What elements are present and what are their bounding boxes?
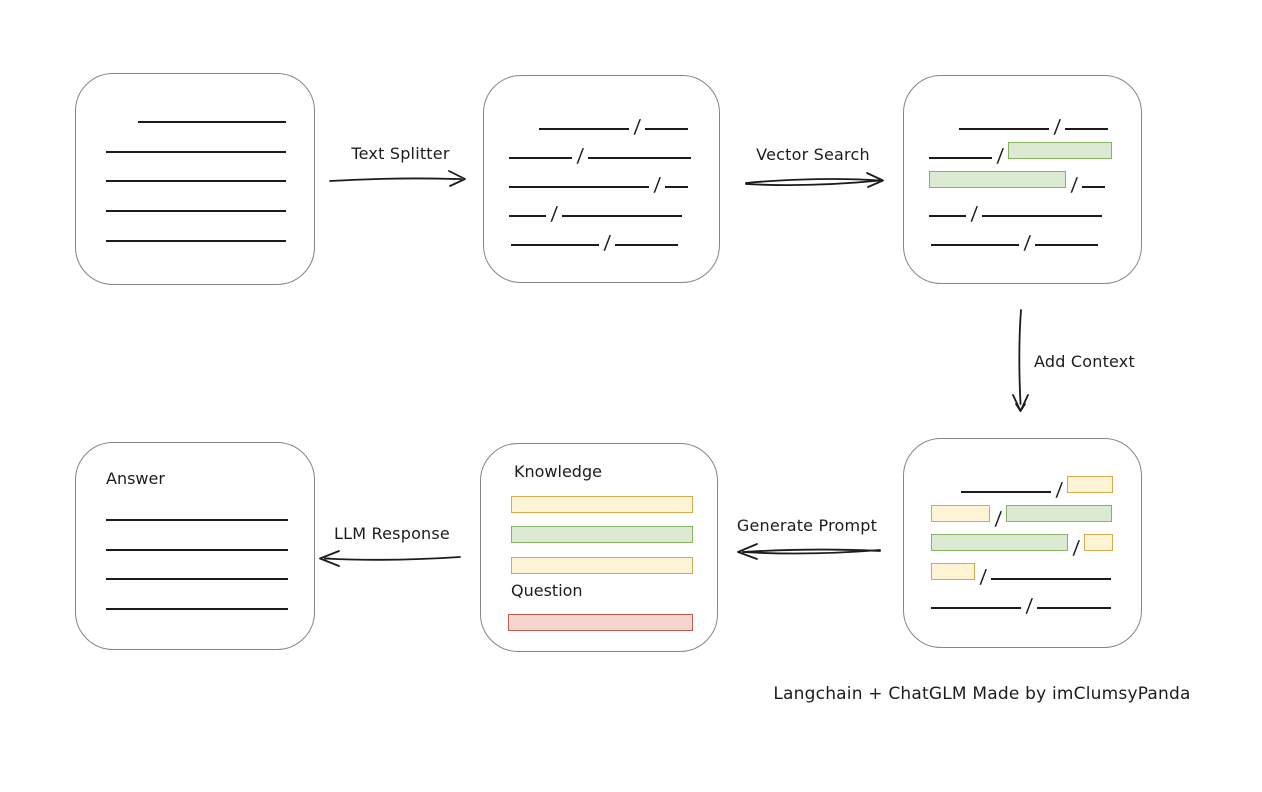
text-line-segment xyxy=(615,244,679,246)
text-line xyxy=(106,240,286,242)
text-row: / xyxy=(904,580,1141,617)
llm-response-label: LLM Response xyxy=(334,524,450,543)
question-bar xyxy=(508,614,693,631)
slash-separator: / xyxy=(994,508,1003,530)
slash-separator: / xyxy=(1053,116,1062,138)
green-highlight-segment xyxy=(929,171,1066,188)
text-line-segment xyxy=(929,215,966,217)
generate-prompt-arrow-icon xyxy=(737,543,881,560)
slash-separator: / xyxy=(1070,174,1079,196)
green-highlight-segment xyxy=(1006,505,1113,522)
text-line-segment xyxy=(961,491,1051,493)
footer-credit: Langchain + ChatGLM Made by imClumsyPand… xyxy=(773,684,1191,704)
slash-separator: / xyxy=(653,174,662,196)
generate-prompt-label: Generate Prompt xyxy=(736,516,878,535)
text-line-segment xyxy=(929,157,992,159)
chunk-rows: / / / / / xyxy=(484,101,719,254)
text-line-segment xyxy=(931,607,1021,609)
add-context-arrow-icon xyxy=(1012,309,1029,412)
text-row: / xyxy=(904,493,1141,530)
text-row: / xyxy=(904,101,1141,138)
text-row: / xyxy=(484,159,719,196)
add-context-label: Add Context xyxy=(1034,352,1135,371)
text-line-segment xyxy=(509,215,546,217)
text-line-segment xyxy=(991,578,1112,580)
chunks-box: / / / / / xyxy=(483,75,720,283)
text-row: / xyxy=(904,159,1141,196)
green-knowledge-bar xyxy=(511,526,693,543)
text-line-segment xyxy=(562,215,683,217)
vector-search-arrow-icon xyxy=(745,172,884,188)
slash-separator: / xyxy=(1055,479,1064,501)
text-line-segment xyxy=(1082,186,1106,188)
text-line xyxy=(106,608,288,610)
yellow-highlight-segment xyxy=(1067,476,1114,493)
text-line xyxy=(106,180,286,182)
text-line-segment xyxy=(511,244,599,246)
text-line-segment xyxy=(1065,128,1109,130)
question-label: Question xyxy=(511,581,583,600)
green-highlight-segment xyxy=(931,534,1068,551)
answer-box: Answer xyxy=(75,442,315,650)
text-row: / xyxy=(484,217,719,254)
slash-separator: / xyxy=(1023,232,1032,254)
text-splitter-arrow-icon xyxy=(329,170,466,187)
slash-separator: / xyxy=(996,145,1005,167)
text-row: / xyxy=(904,188,1141,225)
vector-search-label: Vector Search xyxy=(756,145,870,164)
context-rows: / / / / / xyxy=(904,464,1141,617)
yellow-knowledge-bar xyxy=(511,557,693,574)
text-line xyxy=(106,210,286,212)
text-row: / xyxy=(904,217,1141,254)
slash-separator: / xyxy=(550,203,559,225)
text-line-segment xyxy=(982,215,1103,217)
text-line xyxy=(106,578,288,580)
text-line xyxy=(106,151,286,153)
text-row: / xyxy=(484,188,719,225)
text-row: / xyxy=(904,130,1141,167)
text-line-segment xyxy=(665,186,689,188)
yellow-highlight-segment xyxy=(931,505,990,522)
llm-response-arrow-icon xyxy=(319,550,461,567)
text-line-segment xyxy=(959,128,1049,130)
slash-separator: / xyxy=(970,203,979,225)
document-box xyxy=(75,73,315,285)
text-line-segment xyxy=(931,244,1019,246)
slash-separator: / xyxy=(633,116,642,138)
search-result-rows: / / / / / xyxy=(904,101,1141,254)
text-line xyxy=(138,121,286,123)
text-row: / xyxy=(904,464,1141,501)
text-line-segment xyxy=(1035,244,1099,246)
text-splitter-label: Text Splitter xyxy=(351,144,450,163)
knowledge-label: Knowledge xyxy=(514,462,602,481)
green-highlight-segment xyxy=(1008,142,1113,159)
text-line-segment xyxy=(1037,607,1112,609)
slash-separator: / xyxy=(979,566,988,588)
context-box: / / / / / xyxy=(903,438,1142,648)
text-row: / xyxy=(904,522,1141,559)
slash-separator: / xyxy=(603,232,612,254)
prompt-box: Knowledge Question xyxy=(480,443,718,652)
text-row: / xyxy=(484,101,719,138)
text-line-segment xyxy=(588,157,692,159)
slash-separator: / xyxy=(1025,595,1034,617)
search-results-box: / / / / / xyxy=(903,75,1142,284)
answer-label: Answer xyxy=(106,469,165,488)
text-line xyxy=(106,549,288,551)
text-line-segment xyxy=(645,128,689,130)
text-row: / xyxy=(484,130,719,167)
text-line xyxy=(106,519,288,521)
slash-separator: / xyxy=(1072,537,1081,559)
text-line-segment xyxy=(509,186,649,188)
yellow-knowledge-bar xyxy=(511,496,693,513)
text-line-segment xyxy=(509,157,572,159)
yellow-highlight-segment xyxy=(1084,534,1114,551)
text-row: / xyxy=(904,551,1141,588)
yellow-highlight-segment xyxy=(931,563,975,580)
slash-separator: / xyxy=(576,145,585,167)
text-line-segment xyxy=(539,128,629,130)
